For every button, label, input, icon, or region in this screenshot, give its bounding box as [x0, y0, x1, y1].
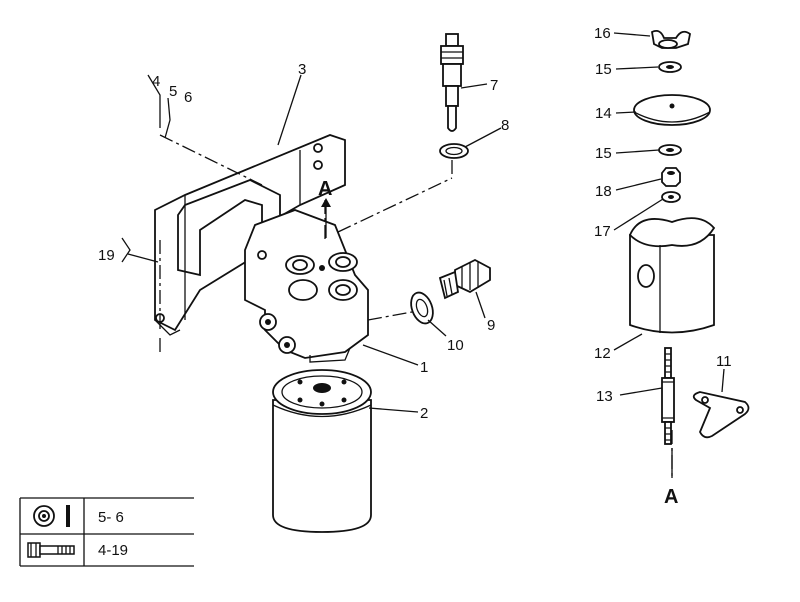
filter-head: [244, 209, 369, 363]
legend-row-1-value: 5- 6: [98, 509, 124, 526]
legend-table: 5- 6 4-19: [19, 497, 194, 567]
reference-marker-a-top: A: [318, 178, 332, 200]
callout-5: 5: [169, 83, 177, 100]
callout-18: 18: [595, 183, 612, 200]
legend-row-2-value: 4-19: [98, 542, 128, 559]
callout-19: 19: [98, 247, 115, 264]
callout-16: 16: [594, 25, 611, 42]
callout-15-upper: 15: [595, 61, 612, 78]
small-washer: [661, 191, 681, 203]
hex-nut: [661, 167, 681, 187]
cover-disk: [633, 94, 711, 126]
bolt-icon: [27, 542, 75, 558]
callout-6: 6: [184, 89, 192, 106]
callout-14: 14: [595, 105, 612, 122]
leader-lines: [121, 32, 725, 413]
mounting-plate: [692, 391, 750, 439]
callout-12: 12: [594, 345, 611, 362]
callout-4: 4: [152, 73, 160, 90]
callout-17: 17: [594, 223, 611, 240]
hose-fitting: [438, 258, 491, 300]
wing-nut: [651, 29, 691, 49]
callout-11: 11: [716, 353, 732, 370]
filter-guard: [628, 217, 716, 334]
water-sensor: [440, 33, 464, 132]
reference-marker-a-bottom: A: [664, 486, 678, 508]
threaded-stud: [661, 347, 675, 445]
callout-15-lower: 15: [595, 145, 612, 162]
callout-13: 13: [596, 388, 613, 405]
callout-8: 8: [501, 117, 509, 134]
callout-7: 7: [490, 77, 498, 94]
callout-numbers: 1 2 3 4 5 6 7 8 9 10 11 12 13 14 15 15 1…: [98, 25, 732, 422]
callout-2: 2: [420, 405, 428, 422]
washer-lower: [658, 144, 682, 156]
sensor-o-ring: [439, 143, 469, 159]
washer-upper: [658, 61, 682, 73]
washer-icon: [33, 505, 70, 527]
reference-arrows: [321, 198, 673, 478]
callout-3: 3: [298, 61, 306, 78]
callout-9: 9: [487, 317, 495, 334]
fitting-washer: [410, 291, 434, 325]
filter-cartridge: [272, 369, 372, 533]
mounting-bracket: [154, 134, 346, 336]
callout-10: 10: [447, 337, 464, 354]
callout-1: 1: [420, 359, 428, 376]
